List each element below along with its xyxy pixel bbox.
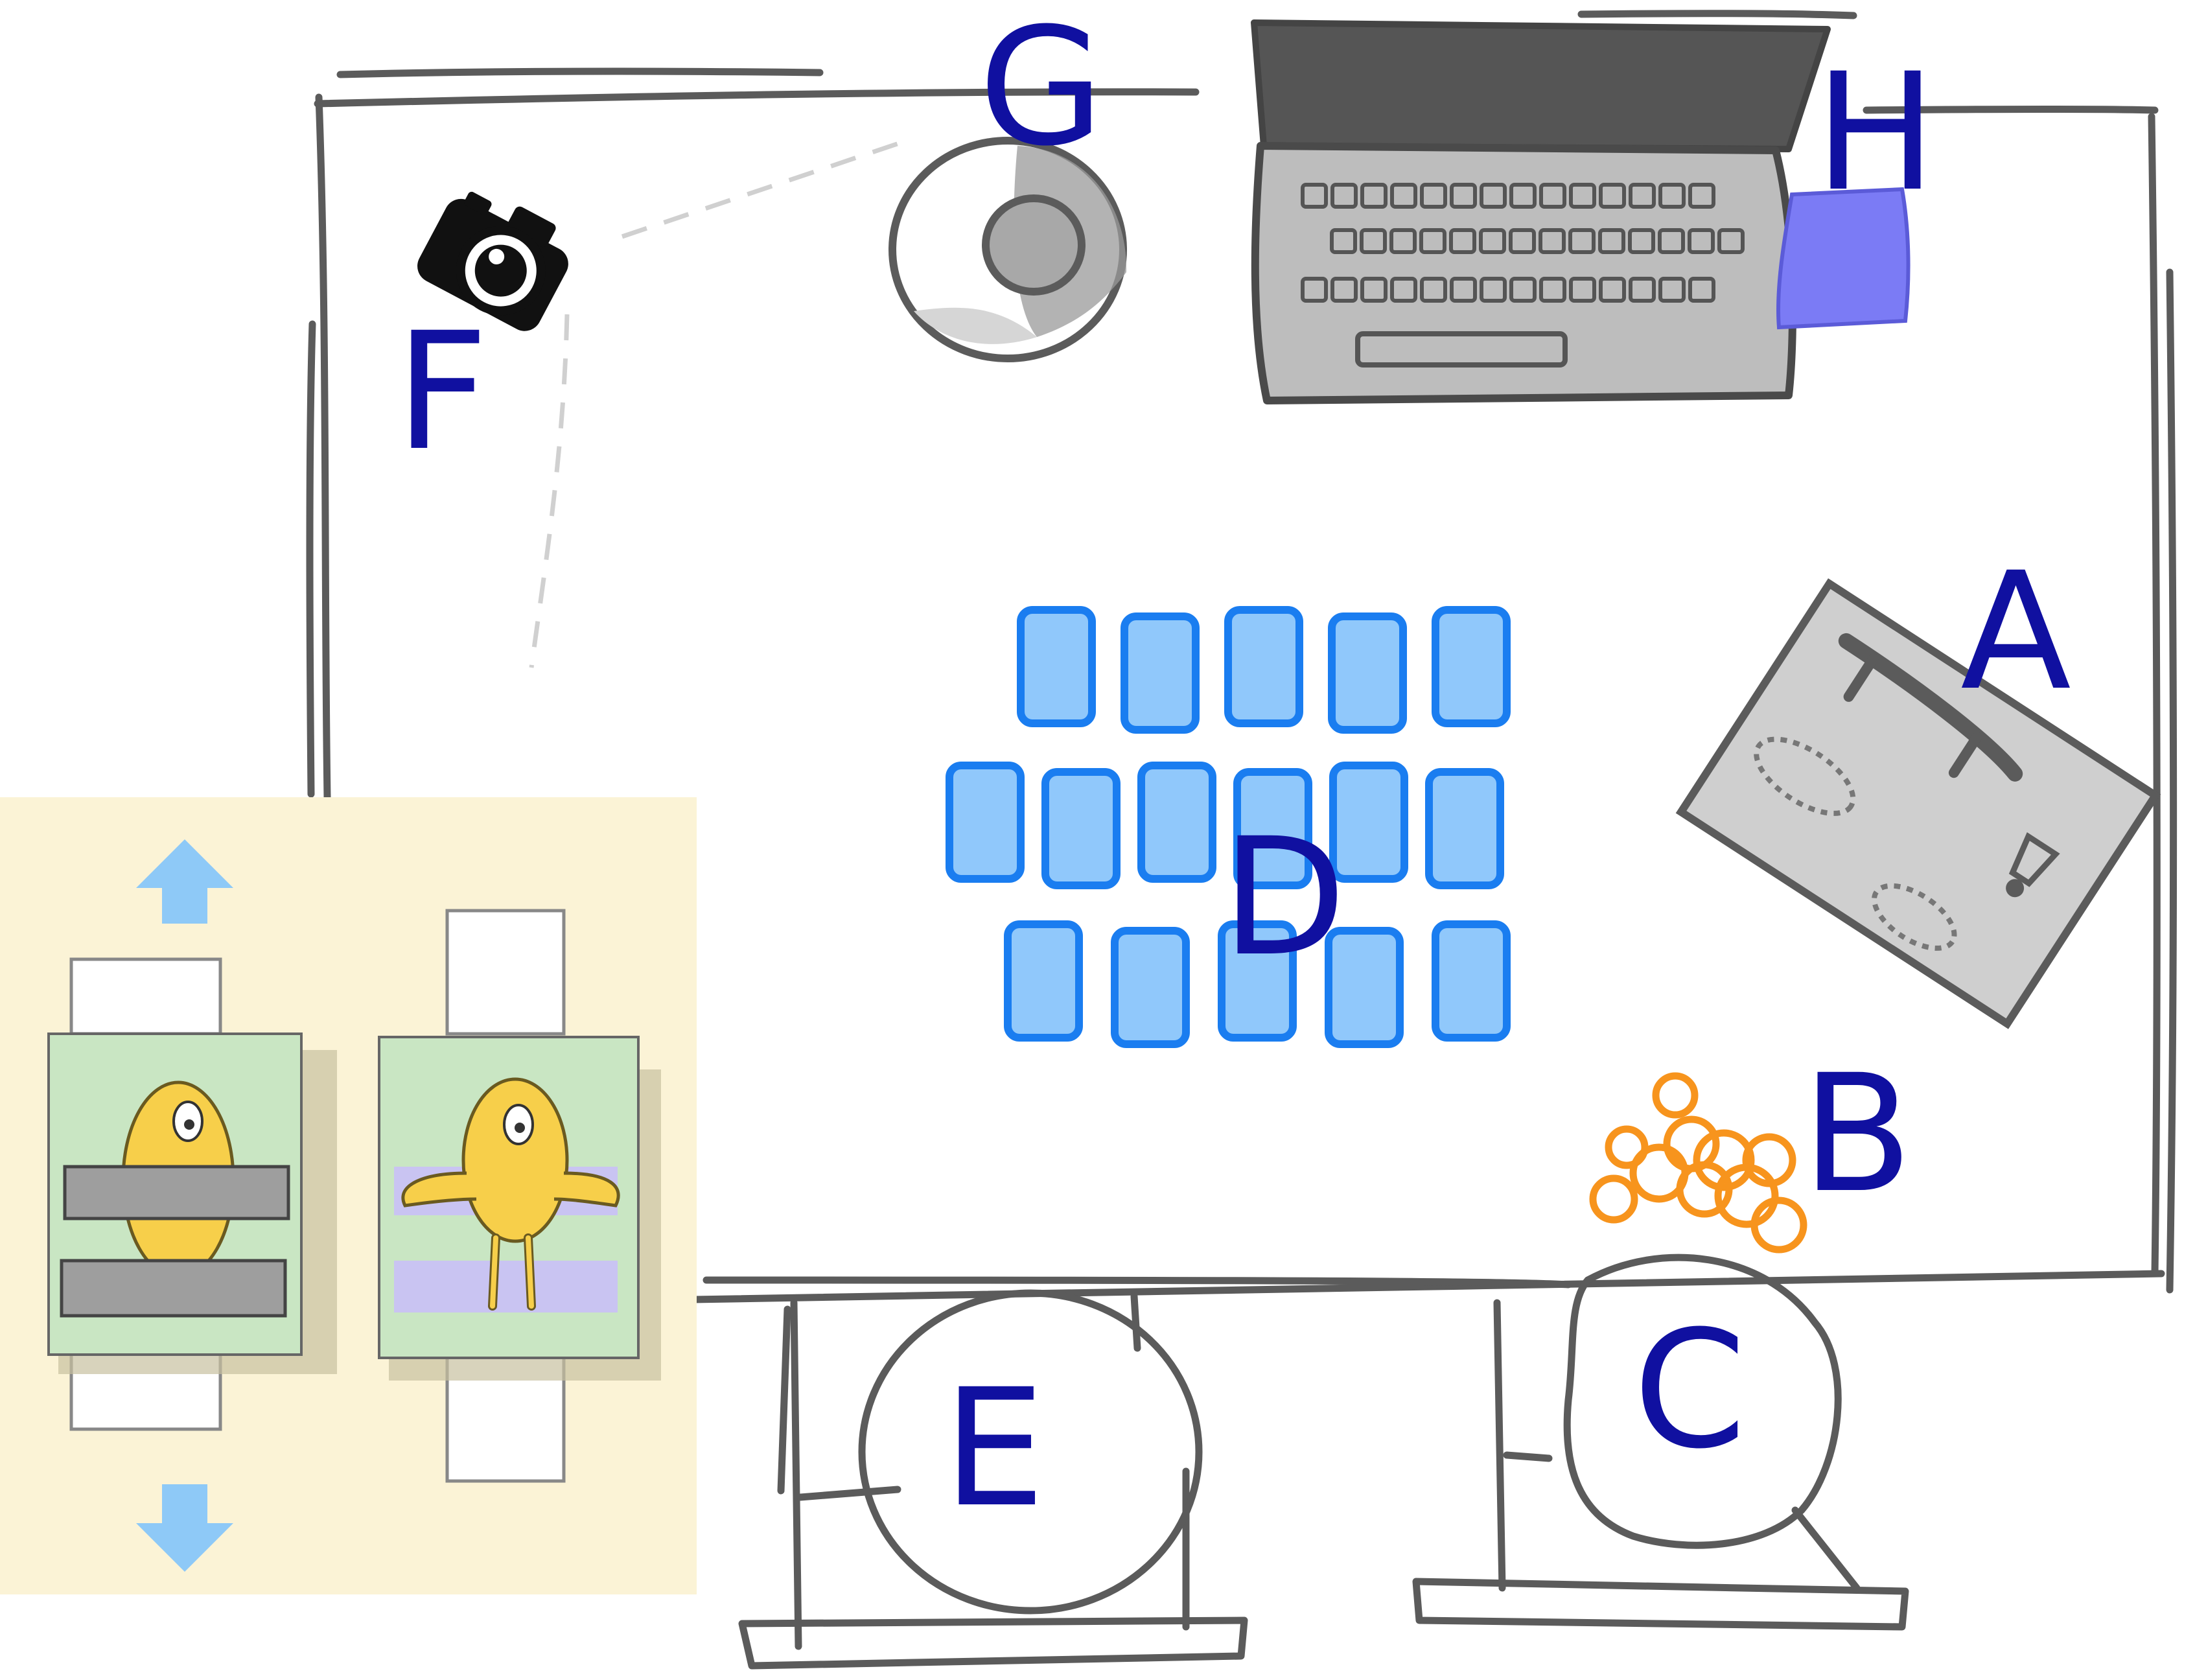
keyboard-key (1568, 228, 1596, 254)
chair-right (1412, 1254, 1909, 1631)
inset-panel (0, 797, 697, 1594)
keyboard-key (1480, 183, 1507, 209)
card-tile (1218, 920, 1297, 1042)
mat-right (378, 909, 661, 1483)
keyboard-key (1688, 228, 1715, 254)
keyboard-key (1717, 228, 1745, 254)
keyboard-key (1628, 228, 1655, 254)
keyboard-keys (1301, 183, 1745, 303)
card-tile (1432, 920, 1511, 1042)
keyboard-key (1390, 183, 1417, 209)
camera-view-line (621, 137, 912, 239)
label-e: E (943, 1354, 1045, 1543)
keyboard-key (1569, 183, 1596, 209)
card-tile (1004, 920, 1083, 1042)
keyboard-key (1450, 183, 1477, 209)
keyboard-key (1688, 183, 1715, 209)
keyboard-key (1449, 228, 1476, 254)
card-tile (1329, 762, 1408, 883)
keyboard-key (1360, 183, 1388, 209)
card-tile (946, 762, 1025, 883)
keyboard-key (1330, 183, 1358, 209)
label-h: H (1815, 38, 1936, 227)
label-a: A (1960, 537, 2072, 726)
notepad-icon (1675, 578, 2161, 1029)
keyboard-key (1658, 228, 1685, 254)
ring-light-icon (888, 137, 1127, 362)
sticky-note (1776, 187, 1910, 330)
keyboard-key (1688, 277, 1715, 303)
label-g: G (979, 0, 1104, 181)
keyboard-key (1598, 228, 1625, 254)
keyboard-key (1569, 277, 1596, 303)
card-tile (1328, 612, 1407, 734)
chair-left (738, 1289, 1248, 1670)
up-arrow-icon (136, 839, 233, 924)
table-outline (306, 10, 2178, 1303)
keyboard-key (1330, 277, 1358, 303)
keyboard-key (1450, 277, 1477, 303)
keyboard-key (1360, 228, 1387, 254)
keyboard-key (1509, 277, 1537, 303)
keyboard-key (1420, 183, 1447, 209)
keyboard-key (1629, 183, 1656, 209)
keyboard-key (1629, 277, 1656, 303)
card-tile (1325, 927, 1404, 1048)
keyboard-key (1389, 228, 1417, 254)
keyboard-key (1301, 183, 1328, 209)
label-d: D (1222, 803, 1347, 992)
camera-view-line (529, 314, 570, 668)
keyboard-key (1479, 228, 1506, 254)
label-b: B (1802, 1040, 1913, 1228)
card-tile (1121, 612, 1200, 734)
keyboard-key (1539, 183, 1566, 209)
card-tile (1224, 606, 1303, 727)
snack-pile-icon (1589, 1072, 1807, 1254)
card-tile (1233, 768, 1312, 889)
card-tile (1425, 768, 1504, 889)
keyboard-key (1330, 228, 1357, 254)
keyboard-key (1509, 228, 1536, 254)
label-c: C (1633, 1296, 1747, 1484)
keyboard-key (1599, 277, 1626, 303)
card-tile (1137, 762, 1216, 883)
keyboard-key (1301, 277, 1328, 303)
keyboard-key (1480, 277, 1507, 303)
keyboard-key (1390, 277, 1417, 303)
laptop-icon (1251, 19, 1831, 404)
keyboard-key (1539, 277, 1566, 303)
camera-icon (417, 191, 568, 331)
keyboard-key (1658, 183, 1686, 209)
keyboard-key (1599, 183, 1626, 209)
card-tile (1041, 768, 1121, 889)
card-tile (1432, 606, 1511, 727)
keyboard-key (1360, 277, 1388, 303)
card-tile (1111, 927, 1190, 1048)
keyboard-key (1419, 228, 1446, 254)
label-f: F (395, 298, 489, 486)
down-arrow-icon (136, 1484, 233, 1572)
card-tile (1017, 606, 1096, 727)
mat-left (47, 957, 337, 1431)
keyboard-key (1509, 183, 1537, 209)
keyboard-key (1539, 228, 1566, 254)
keyboard-key (1420, 277, 1447, 303)
keyboard-key (1658, 277, 1686, 303)
card-tiles-icon (946, 606, 1511, 1048)
